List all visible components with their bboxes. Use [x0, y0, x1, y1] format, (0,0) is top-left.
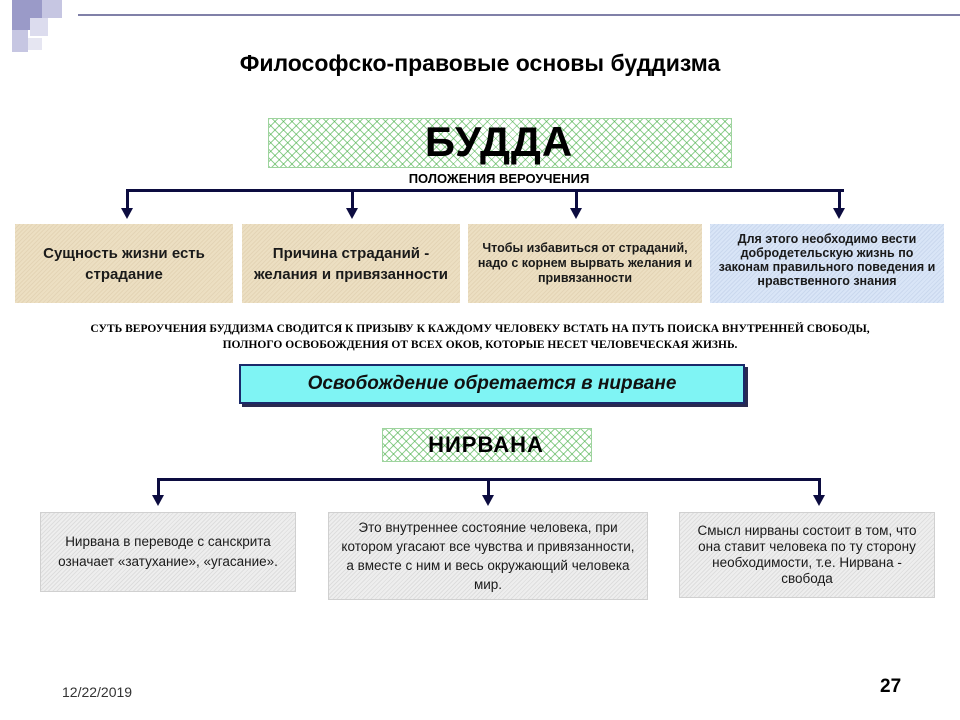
connector-drop — [838, 189, 841, 211]
doctrine-text: Чтобы избавиться от страданий, надо с ко… — [477, 241, 693, 285]
nirvana-title: НИРВАНА — [428, 432, 544, 457]
header-divider-line — [78, 14, 960, 16]
arrow-down-icon — [346, 208, 358, 219]
arrow-down-icon — [121, 208, 133, 219]
nirvana-box-3: Смысл нирваны состоит в том, что она ста… — [679, 512, 935, 598]
page-number: 27 — [880, 676, 902, 697]
corner-decoration-square — [28, 38, 42, 50]
doctrine-box-4: Для этого необходимо вести добродетельск… — [710, 224, 944, 303]
arrow-down-icon — [833, 208, 845, 219]
slide-date: 12/22/2019 — [62, 684, 133, 700]
corner-decoration-square — [42, 0, 62, 18]
connector-drop — [818, 478, 821, 498]
nirvana-box-1: Нирвана в переводе с санскрита означает … — [40, 512, 296, 592]
doctrine-box-2: Причина страданий - желания и привязанно… — [242, 224, 460, 303]
connector-horizontal — [126, 189, 844, 192]
doctrine-label: ПОЛОЖЕНИЯ ВЕРОУЧЕНИЯ — [408, 171, 590, 186]
buddha-title: БУДДА — [424, 118, 574, 165]
connector-drop — [487, 478, 490, 498]
nirvana-text: Это внутреннее состояние человека, при к… — [341, 520, 635, 592]
doctrine-text: Для этого необходимо вести добродетельск… — [718, 232, 936, 288]
connector-drop — [351, 189, 354, 211]
buddha-hatched-banner — [268, 118, 732, 168]
connector-drop — [126, 189, 129, 211]
doctrine-text: Сущность жизни есть страдание — [43, 244, 205, 283]
arrow-down-icon — [152, 495, 164, 506]
nirvana-hatched-banner — [382, 428, 592, 462]
liberation-box: Освобождение обретается в нирване — [239, 364, 745, 404]
corner-decoration-square — [12, 30, 28, 52]
liberation-text: Освобождение обретается в нирване — [307, 373, 677, 394]
arrow-down-icon — [482, 495, 494, 506]
doctrine-essence-text: Суть вероучения буддизма сводится к приз… — [90, 323, 870, 351]
nirvana-box-2: Это внутреннее состояние человека, при к… — [328, 512, 648, 600]
doctrine-box-1: Сущность жизни есть страдание — [15, 224, 233, 303]
arrow-down-icon — [570, 208, 582, 219]
nirvana-text: Смысл нирваны состоит в том, что она ста… — [697, 523, 917, 586]
doctrine-text: Причина страданий - желания и привязанно… — [253, 244, 449, 283]
doctrine-box-3: Чтобы избавиться от страданий, надо с ко… — [468, 224, 702, 303]
corner-decoration-square — [30, 18, 48, 36]
connector-drop — [157, 478, 160, 498]
nirvana-text: Нирвана в переводе с санскрита означает … — [58, 534, 278, 569]
slide-title: Философско-правовые основы буддизма — [239, 50, 721, 76]
connector-drop — [575, 189, 578, 211]
arrow-down-icon — [813, 495, 825, 506]
